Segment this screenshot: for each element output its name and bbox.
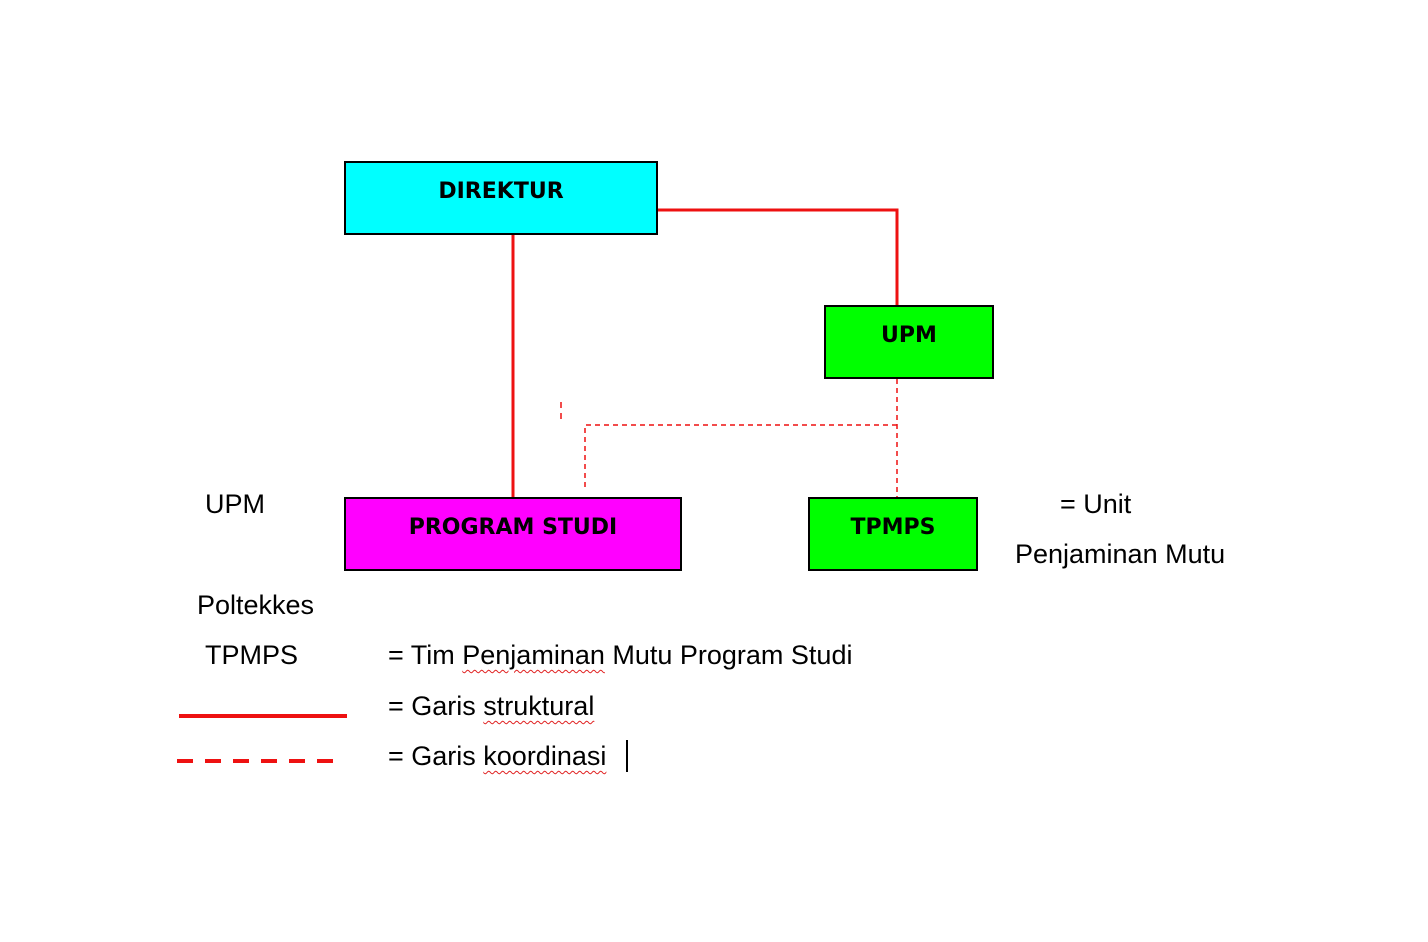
legend-tpmps-def-prefix: = Tim [388, 640, 463, 670]
legend-coordination-word: koordinasi [483, 741, 607, 771]
legend-upm-def-line2: Penjaminan Mutu [1015, 539, 1226, 569]
node-tpmps: TPMPS [808, 497, 978, 571]
legend-structural-prefix: = Garis [388, 691, 484, 721]
legend-coordination-prefix: = Garis [388, 741, 484, 771]
node-program-studi: PROGRAM STUDI [344, 497, 682, 571]
node-upm-label: UPM [881, 323, 937, 348]
node-upm: UPM [824, 305, 994, 379]
legend-tpmps-definition: = Tim Penjaminan Mutu Program Studi [388, 639, 852, 671]
legend-structural-definition: = Garis struktural [388, 690, 594, 722]
legend-coordination-definition: = Garis koordinasi [388, 740, 606, 772]
legend-tpmps-abbr: TPMPS [205, 640, 299, 670]
line-upm-program-studi [584, 424, 897, 490]
node-direktur-label: DIREKTUR [438, 179, 564, 204]
text-cursor [626, 740, 628, 772]
legend-tpmps-def-word: Penjaminan [462, 640, 605, 670]
legend-structural-word: struktural [483, 691, 595, 721]
legend-upm-def-line3: Poltekkes [197, 590, 315, 620]
legend-upm-def-line1: = Unit [1060, 489, 1132, 519]
legend-tpmps-def-suffix: Mutu Program Studi [604, 640, 853, 670]
node-tpmps-label: TPMPS [850, 515, 936, 540]
line-direktur-upm [658, 208, 899, 305]
node-direktur: DIREKTUR [344, 161, 658, 235]
node-program-studi-label: PROGRAM STUDI [408, 515, 618, 540]
legend-upm-abbr: UPM [205, 489, 265, 519]
